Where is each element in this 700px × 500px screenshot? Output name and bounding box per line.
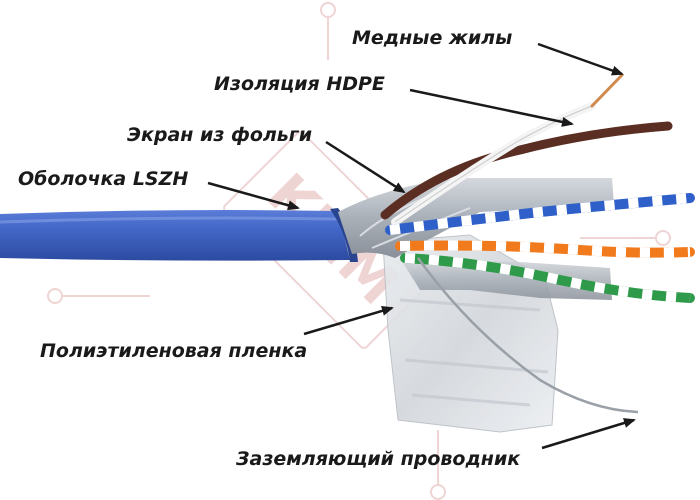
label-copper-conductors: Медные жилы: [352, 27, 513, 49]
arrow-jacket: [207, 181, 300, 211]
ground-conductor: [416, 257, 639, 414]
label-polyethylene-film: Полиэтиленовая пленка: [40, 340, 308, 362]
label-foil-screen: Экран из фольги: [127, 124, 313, 146]
lszh-jacket: [0, 208, 358, 262]
arrow-hdpe: [409, 88, 574, 127]
pointer-arrows: [207, 42, 636, 450]
label-lszh-jacket: Оболочка LSZH: [18, 168, 189, 190]
label-hdpe-insulation: Изоляция HDPE: [214, 73, 385, 95]
arrow-film: [303, 306, 394, 336]
copper-conductor: [590, 73, 624, 108]
arrow-copper: [537, 42, 624, 76]
arrow-ground: [541, 418, 636, 450]
twisted-pair-green: [400, 253, 695, 303]
twisted-pair-blue: [385, 193, 695, 235]
brown-conductor: [380, 121, 673, 220]
label-ground-conductor: Заземляющий проводник: [236, 448, 521, 470]
arrow-foil: [325, 140, 406, 194]
twisted-pair-orange: [395, 240, 695, 258]
